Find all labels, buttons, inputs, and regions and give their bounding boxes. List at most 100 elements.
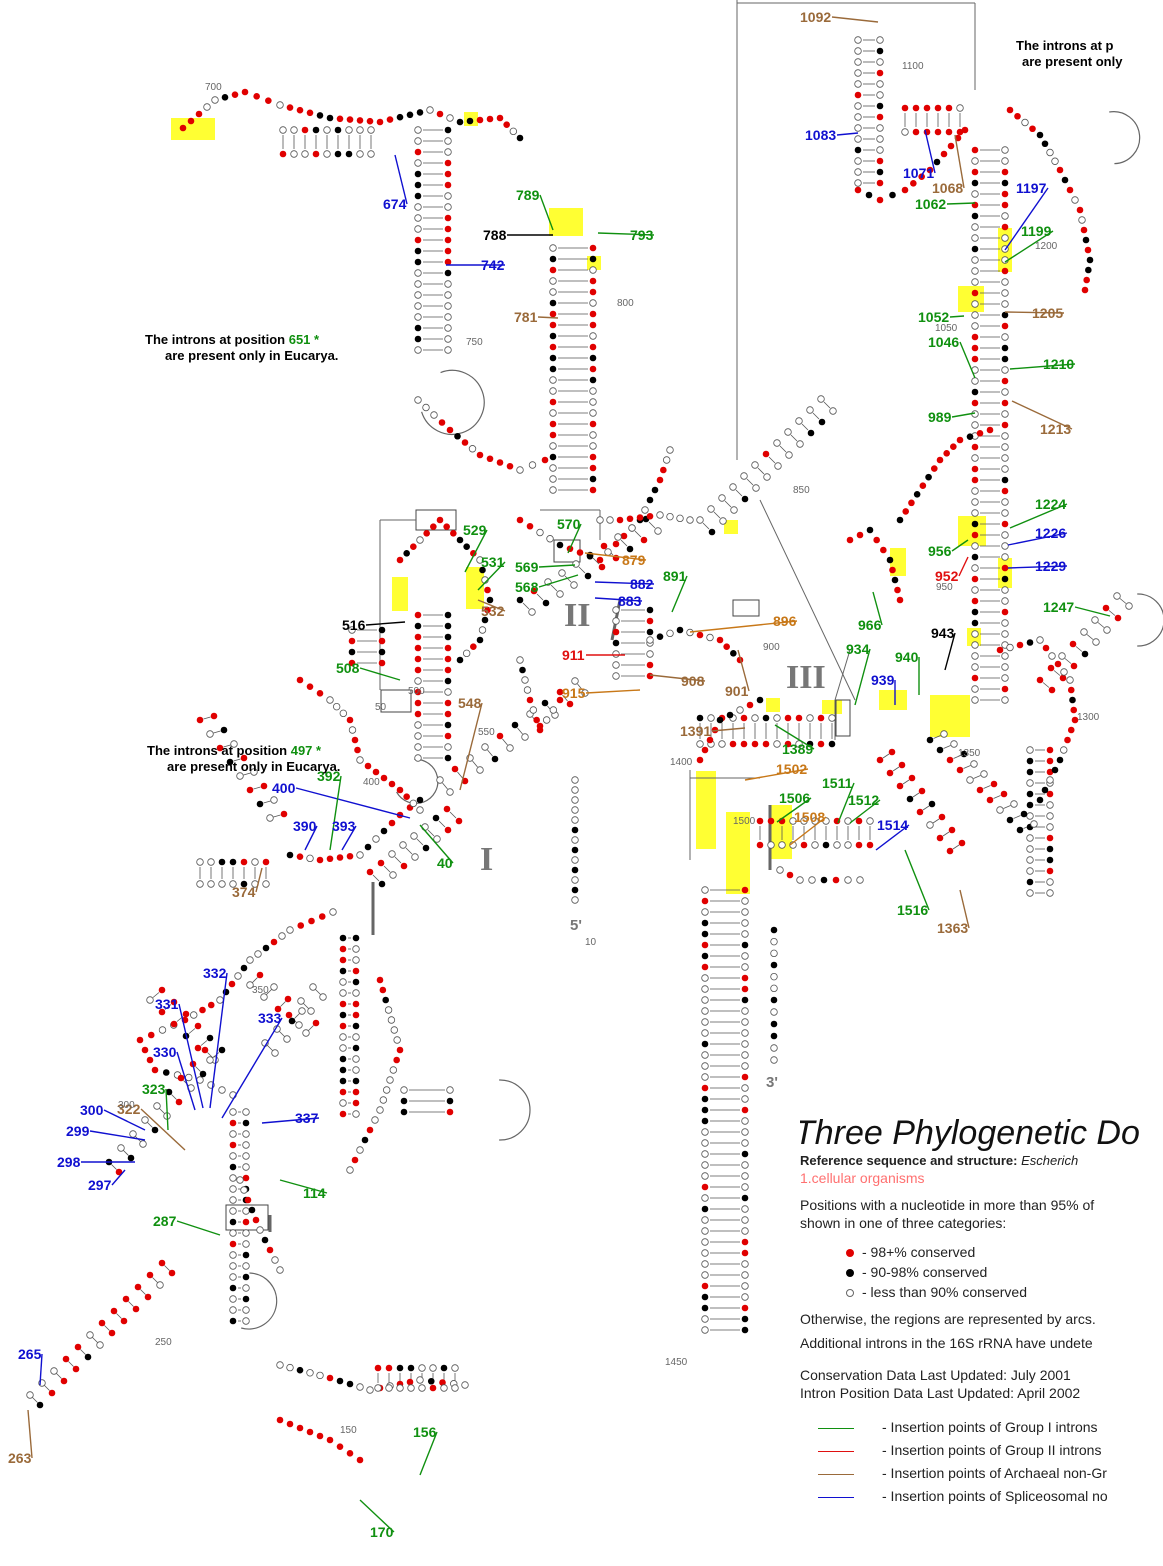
intron-pointer [1007, 532, 1068, 546]
nucleotide [571, 846, 579, 854]
nucleotide [444, 754, 452, 762]
nucleotide [296, 1424, 304, 1432]
intron-pointer [89, 1130, 146, 1141]
nucleotide [376, 1106, 384, 1114]
nucleotide [741, 974, 749, 982]
nucleotide [316, 112, 324, 119]
nucleotide [598, 563, 606, 571]
highlight-box [466, 567, 484, 609]
intron-pointer [744, 768, 809, 781]
nucleotide [1046, 845, 1054, 853]
nucleotide [767, 841, 775, 849]
nucleotide [481, 616, 489, 624]
nucleotide [456, 536, 464, 544]
position-tick: 700 [205, 82, 222, 93]
nucleotide [407, 1364, 415, 1372]
nucleotide [141, 1116, 149, 1124]
base-pair [442, 782, 448, 790]
intron-label: 531 [481, 554, 505, 570]
panel-title: Three Phylogenetic Do [800, 1115, 1140, 1152]
nucleotide [1083, 276, 1090, 284]
position-tick: 550 [478, 727, 495, 738]
nucleotide [414, 710, 422, 718]
nucleotide [266, 814, 274, 822]
nucleotide [519, 666, 526, 674]
base-pair [522, 602, 530, 610]
taxonomy-link[interactable]: 1.cellular organisms [800, 1170, 925, 1186]
nucleotide [286, 851, 294, 859]
nucleotide [901, 128, 909, 136]
nucleotide [229, 1130, 237, 1138]
nucleotide [206, 1056, 214, 1064]
base-pair [564, 575, 572, 583]
nucleotide [886, 556, 894, 564]
intron-label: 299 [66, 1123, 90, 1139]
nucleotide [1085, 266, 1092, 274]
position-tick: 1100 [902, 61, 924, 72]
nucleotide [971, 322, 979, 330]
nucleotide [901, 104, 909, 112]
nucleotide [666, 512, 674, 521]
nucleotide [115, 1168, 123, 1176]
nucleotide [1046, 801, 1054, 809]
nucleotide [96, 1341, 104, 1349]
nucleotide [889, 566, 896, 574]
base-pair [280, 1001, 286, 1007]
base-pair [942, 831, 950, 837]
nucleotide [371, 1116, 379, 1124]
nucleotide [854, 91, 862, 99]
nucleotide [1001, 630, 1009, 638]
intron-pointer [1011, 400, 1073, 430]
nucleotide [701, 1073, 709, 1081]
nucleotide [414, 137, 422, 145]
base-pair [159, 1108, 165, 1114]
intron-pointer [27, 1409, 33, 1459]
nucleotide [919, 482, 927, 490]
nucleotide [701, 1095, 709, 1103]
intron-pointer [261, 1117, 320, 1124]
nucleotide [542, 599, 550, 607]
nucleotide [784, 428, 792, 436]
nucleotide [741, 908, 749, 916]
nucleotide [746, 701, 754, 709]
nucleotide [436, 776, 444, 784]
nucleotide [256, 971, 264, 979]
nucleotide [1071, 196, 1079, 204]
nucleotide [339, 1033, 347, 1041]
nucleotide [528, 461, 537, 469]
nucleotide [516, 466, 524, 474]
nucleotide [854, 102, 862, 110]
base-pair [315, 989, 321, 995]
nucleotide [218, 858, 226, 866]
nucleotide [388, 780, 396, 788]
nucleotide [1082, 236, 1090, 244]
nucleotide [352, 956, 360, 964]
nucleotide [1048, 652, 1056, 660]
nucleotide [316, 856, 324, 864]
nucleotide [646, 512, 654, 520]
nucleotide [854, 80, 862, 88]
base-pair [702, 522, 710, 530]
nucleotide [741, 952, 749, 960]
nucleotide [414, 225, 422, 233]
base-pair [517, 727, 523, 735]
nucleotide [1046, 856, 1054, 864]
nucleotide [741, 1007, 749, 1015]
nucleotide [741, 1304, 749, 1312]
nucleotide [218, 1046, 226, 1054]
nucleotide [556, 688, 564, 696]
nucleotide [366, 1386, 374, 1394]
nucleotide [382, 1086, 391, 1094]
nucleotide [656, 633, 664, 640]
nucleotide [250, 768, 258, 776]
nucleotide [221, 94, 229, 101]
nucleotide [446, 114, 454, 122]
nucleotide [1046, 148, 1054, 157]
nucleotide [301, 150, 309, 158]
intron-label: 793 [630, 227, 654, 243]
five-prime-end: 5' [570, 917, 582, 934]
base-pair [128, 1301, 134, 1307]
nucleotide [936, 456, 944, 464]
nucleotide [516, 134, 524, 142]
nucleotide [278, 932, 286, 940]
